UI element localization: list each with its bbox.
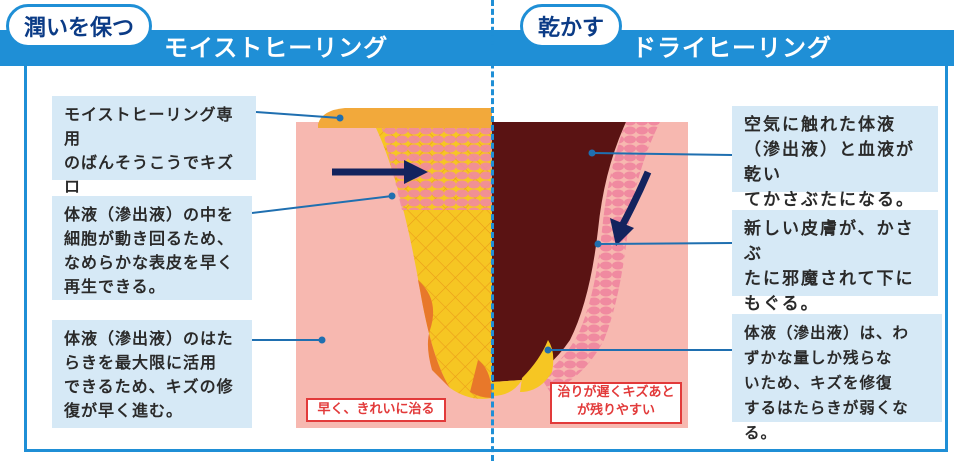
left-title: モイストヒーリング [164,34,389,62]
content-frame [24,66,948,452]
right-badge: 乾かす [520,4,622,48]
bandage [318,108,492,128]
new-skin-cells [540,122,660,392]
scab [492,122,626,382]
callout-moist-3: 体液（滲出液）のはた らきを最大限に活用 できるため、キズの修 復が早く進む。 [52,320,252,428]
down-left-arrow-icon [610,170,652,246]
tag-fast-heal: 早く、きれいに治る [306,398,446,422]
callout-moist-1: モイストヒーリング専用 のばんそうこうでキズロ をぴったり覆う。 [52,96,256,220]
exudate-right [520,340,554,392]
callout-dry-3: 体液（滲出液）は、わ ずかな量しか残らな いため、キズを修復 するはたらきが弱く… [732,314,942,442]
right-title: ドライヒーリング [632,34,832,62]
tag-slow-heal: 治りが遅くキズあと が残りやすい [550,382,682,424]
callout-dry-1: 空気に触れた体液 （滲出液）と血液が乾い てかさぶたになる。 [732,106,938,210]
callout-dry-2: 新しい皮膚が、かさぶ たに邪魔されて下に もぐる。 [732,210,938,314]
center-divider [491,0,494,461]
header-bar [0,30,954,66]
leader-lines [251,111,733,351]
right-arrow-icon [332,160,428,184]
callout-moist-2: 体液（滲出液）の中を 細胞が動き回るため、 なめらかな表皮を早く 再生できる。 [52,196,252,300]
left-badge: 潤いを保つ [6,4,152,48]
